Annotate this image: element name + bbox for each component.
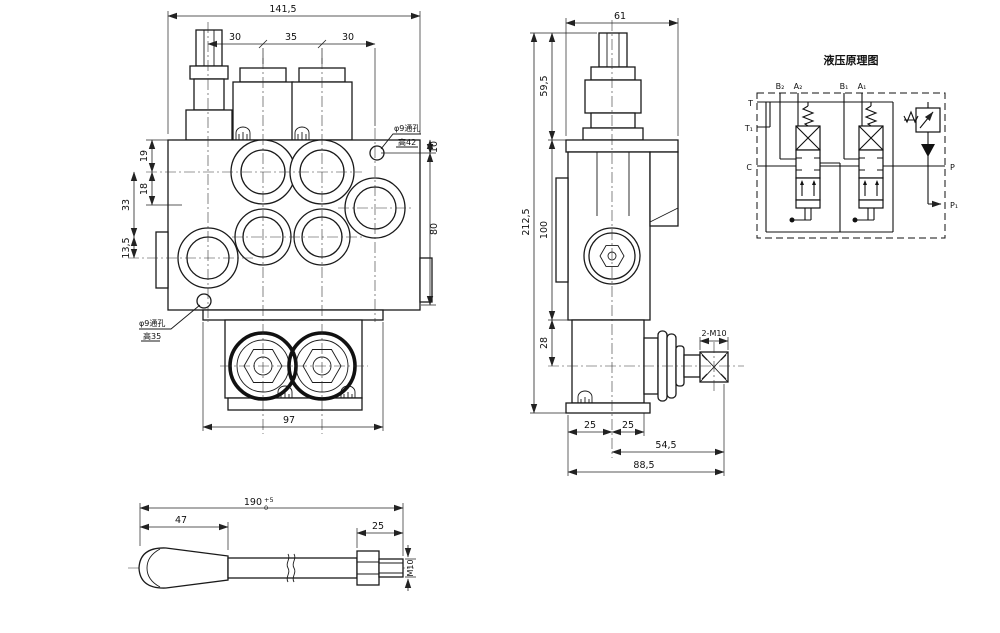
- side-centerlines: [548, 20, 744, 458]
- side-dim-61: 61: [614, 11, 626, 22]
- port-label-t1: T₁: [744, 124, 753, 133]
- port-label-a1: A₁: [858, 82, 867, 91]
- port-label-p: P: [950, 163, 955, 172]
- side-dim-59-5: 59,5: [539, 75, 550, 96]
- port-label-c: C: [746, 163, 752, 172]
- lever-thread-end: [378, 558, 404, 578]
- side-stud-label: 2-M10: [701, 329, 726, 338]
- lever-thread-label: M10: [406, 559, 415, 576]
- front-dim-total-width: 141,5: [269, 4, 296, 15]
- lever-dim-grip: 47: [175, 515, 187, 526]
- port-label-p1: P₁: [950, 201, 958, 210]
- front-hole-top-label-1: φ9通孔: [394, 123, 420, 133]
- lever-shaft: [227, 557, 358, 579]
- front-view: 141,5 30 35 30 19 18 33 13,5 10 80 97 φ9…: [121, 4, 440, 434]
- front-hole-top-label-2: 高42: [398, 137, 416, 147]
- lever-dim-length: 190: [244, 497, 262, 508]
- schematic-lines: [757, 93, 945, 233]
- lever-hex-nut: [356, 550, 380, 586]
- front-dim-13-5: 13,5: [121, 237, 132, 258]
- side-screw-stack: [582, 32, 644, 141]
- front-dim-33: 33: [121, 199, 132, 211]
- side-dim-54-5: 54,5: [655, 440, 676, 451]
- side-view: 61 59,5 212,5 100 28 25 25 54,5 88,5 2-M…: [521, 11, 744, 476]
- schematic-title: 液压原理图: [824, 53, 879, 67]
- mount-hole-bottom: [196, 293, 212, 309]
- hydraulic-schematic: 液压原理图 B₂ A₂ B₁ A₁ T T₁ C P P₁: [744, 53, 958, 239]
- check-valve-symbol: [921, 144, 935, 157]
- side-dim-25-a: 25: [584, 420, 596, 431]
- front-centerlines: [128, 22, 414, 434]
- side-dim-25-b: 25: [622, 420, 634, 431]
- front-dim-10: 10: [429, 141, 440, 153]
- front-dim-seg-mid: 35: [285, 32, 297, 43]
- port-label-t: T: [747, 99, 753, 108]
- port-label-a2: A₂: [794, 82, 803, 91]
- side-dim-212-5: 212,5: [521, 208, 532, 235]
- front-dim-seg-right: 30: [342, 32, 354, 43]
- port-label-b2: B₂: [776, 82, 785, 91]
- spool-caps: [232, 67, 353, 141]
- port-label-b1: B₁: [840, 82, 849, 91]
- front-dim-97: 97: [283, 415, 295, 426]
- front-dim-19: 19: [139, 150, 150, 162]
- front-dim-18: 18: [139, 183, 150, 195]
- lever-dim-thread-len: 25: [372, 521, 384, 532]
- lever-grip: [138, 547, 229, 589]
- schematic-boundary: [756, 92, 946, 239]
- spool-valve-symbol-1: [852, 105, 884, 223]
- relief-adjust-screw: [185, 29, 233, 141]
- side-dim-100: 100: [539, 221, 550, 239]
- side-dim-28: 28: [539, 337, 550, 349]
- lever-tol-lower: 0: [264, 504, 268, 512]
- front-dim-seg-left: 30: [229, 32, 241, 43]
- front-hole-bottom-label-1: φ9通孔: [139, 318, 165, 328]
- spool-valve-symbol-2: [789, 105, 821, 223]
- lever-drawing: 190 +5 0 47 25 M10: [128, 496, 416, 591]
- side-dim-88-5: 88,5: [633, 460, 654, 471]
- lever-tol-upper: +5: [264, 496, 274, 504]
- relief-valve-symbol: [903, 107, 941, 133]
- front-dim-80: 80: [429, 223, 440, 235]
- front-hole-bottom-label-2: 高35: [143, 331, 161, 341]
